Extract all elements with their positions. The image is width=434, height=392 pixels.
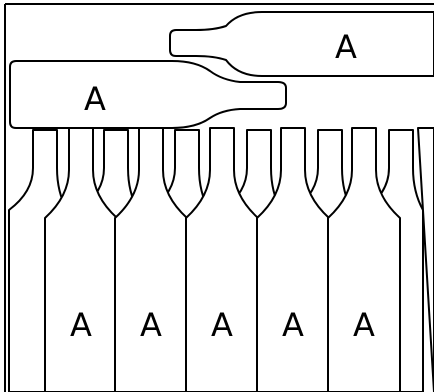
label-upright-bottle-4: A bbox=[282, 306, 304, 344]
horizontal-bottle-left bbox=[9, 60, 287, 129]
upright-bottle-5 bbox=[327, 127, 401, 392]
label-upright-bottle-5: A bbox=[353, 306, 375, 344]
label-top-bottle-left: A bbox=[84, 80, 106, 118]
label-upright-bottle-3: A bbox=[211, 306, 233, 344]
front-row-bottles bbox=[44, 127, 434, 392]
upright-bottle-4 bbox=[256, 127, 330, 392]
upright-bottle-partial bbox=[417, 127, 434, 392]
label-upright-bottle-2: A bbox=[140, 306, 162, 344]
label-top-bottle-right: A bbox=[335, 28, 357, 66]
upright-bottle-3 bbox=[185, 127, 259, 392]
upright-bottle-1 bbox=[44, 127, 118, 392]
label-upright-bottle-1: A bbox=[70, 306, 92, 344]
horizontal-bottle-top-right bbox=[169, 11, 434, 77]
upright-bottle-2 bbox=[114, 127, 188, 392]
